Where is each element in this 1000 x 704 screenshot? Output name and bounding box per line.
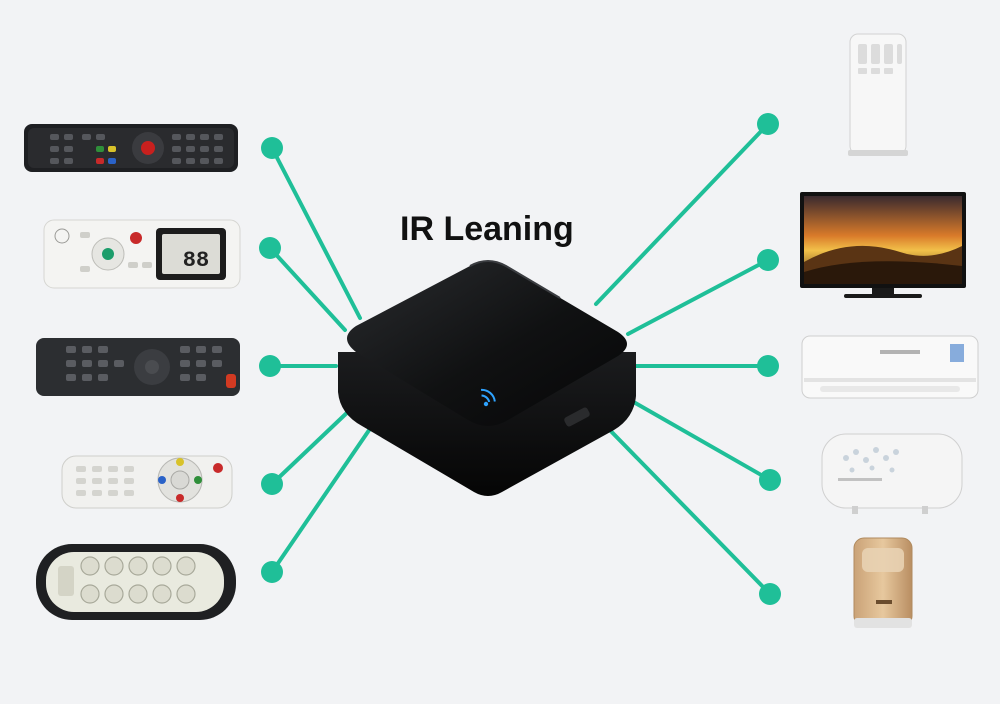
- appliance-portable-air-conditioner: [848, 33, 908, 156]
- wifi-icon: [480, 388, 496, 407]
- connector-dot: [759, 583, 781, 605]
- appliance-air-purifier: [853, 537, 913, 628]
- connector-dots: [259, 113, 781, 605]
- connector-dot: [261, 137, 283, 159]
- connector-line-appliance-5: [598, 418, 772, 596]
- connector-dot: [261, 561, 283, 583]
- connector-dot: [261, 473, 283, 495]
- connector-line-appliance-4: [628, 398, 772, 482]
- appliance-water-heater: [821, 433, 963, 514]
- connector-dot: [757, 249, 779, 271]
- remote-small-oval: [36, 544, 236, 620]
- svg-text:88: 88: [183, 248, 209, 273]
- remote-set-top-box: [36, 338, 240, 396]
- diagram-title: IR Leaning: [400, 210, 574, 248]
- connector-lines: [268, 122, 772, 596]
- remote-tv-black: [24, 124, 238, 172]
- appliance-flat-screen-tv: [800, 192, 966, 298]
- remote-dvd-white: [61, 455, 233, 509]
- connector-dot: [757, 113, 779, 135]
- usb-port: [564, 407, 590, 427]
- connector-dot: [259, 355, 281, 377]
- connector-line-appliance-1: [594, 122, 770, 306]
- remote-ac-white: 88: [43, 219, 241, 289]
- connector-line-remote-5: [270, 418, 378, 574]
- connector-dot: [757, 355, 779, 377]
- connector-line-remote-4: [270, 406, 354, 486]
- appliance-wall-air-conditioner: [801, 335, 979, 399]
- connector-dot: [759, 469, 781, 491]
- connector-line-remote-1: [270, 146, 362, 320]
- ir-hub-device: [338, 260, 636, 496]
- connector-line-appliance-2: [626, 258, 770, 336]
- connector-line-remote-2: [268, 246, 347, 332]
- connector-dot: [259, 237, 281, 259]
